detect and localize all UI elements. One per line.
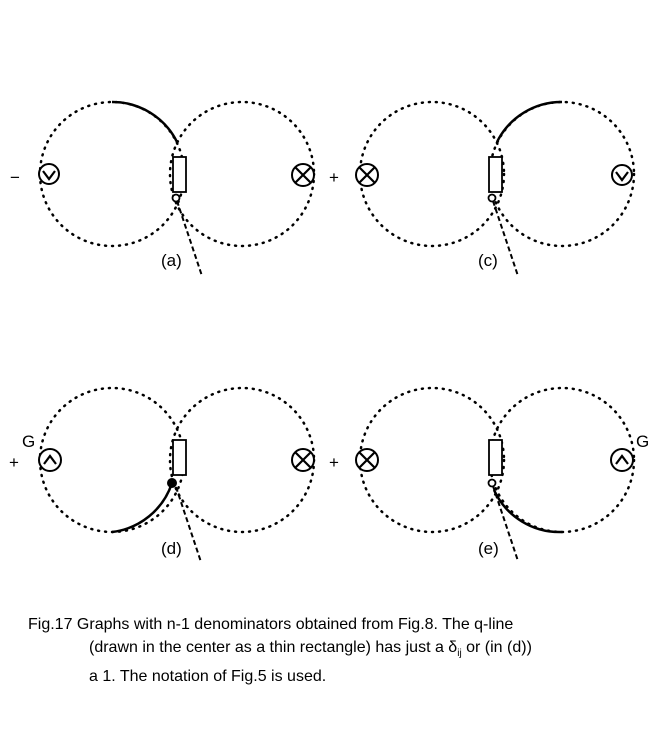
caption-subscript: ij [457,648,462,660]
g-superscript: G [22,432,35,451]
left-loop-dotted [358,386,506,534]
sign-plus: + [329,168,339,187]
solid-propagator-arc [495,100,563,143]
sign-plus: + [9,453,19,472]
v-vertex-icon [611,164,633,186]
open-vertex [171,193,181,203]
up-v-vertex-icon [38,448,62,472]
q-line-rectangle [488,156,503,193]
dashed-external-line [492,200,519,277]
q-line-rectangle [488,439,503,476]
crossed-vertex-icon [355,163,379,187]
panel-label: (a) [161,251,182,270]
g-superscript: G [636,432,649,451]
solid-propagator-arc [111,100,179,143]
sign-plus: + [329,453,339,472]
caption-line-2-text: (drawn in the center as a thin rectangle… [89,639,458,656]
graph-panel-a: − (a) [10,100,316,277]
dashed-external-line [175,486,202,563]
caption-line-2-end: or (in (d)) [461,639,532,656]
panel-label: (d) [161,539,182,558]
dashed-external-line [492,485,519,562]
q-line-rectangle [172,156,187,193]
dashed-external-line [176,200,203,277]
caption-line-3: a 1. The notation of Fig.5 is used. [89,668,327,686]
graph-panel-e: + G (e) [329,386,649,562]
crossed-vertex-icon [291,163,315,187]
open-vertex [487,193,497,203]
figure-caption: Fig.17 Graphs with n-1 denominators obta… [28,613,653,688]
panel-label: (c) [478,251,498,270]
sign-minus: − [10,168,20,187]
open-vertex [487,478,497,488]
solid-propagator-arc [111,482,174,534]
caption-line-1: Fig.17 Graphs with n-1 denominators obta… [28,616,514,633]
q-line-rectangle [172,439,187,476]
graph-panel-d: + G (d) [9,386,316,563]
filled-vertex [167,478,177,488]
panel-label: (e) [478,539,499,558]
crossed-vertex-icon [291,448,315,472]
graph-panel-c: + (c) [329,100,636,277]
left-loop-dotted [358,100,506,248]
solid-propagator-arc [492,489,563,534]
v-vertex-icon [38,163,60,185]
crossed-vertex-icon [355,448,379,472]
caption-line-2: (drawn in the center as a thin rectangle… [28,636,653,665]
up-v-vertex-icon [610,448,634,472]
